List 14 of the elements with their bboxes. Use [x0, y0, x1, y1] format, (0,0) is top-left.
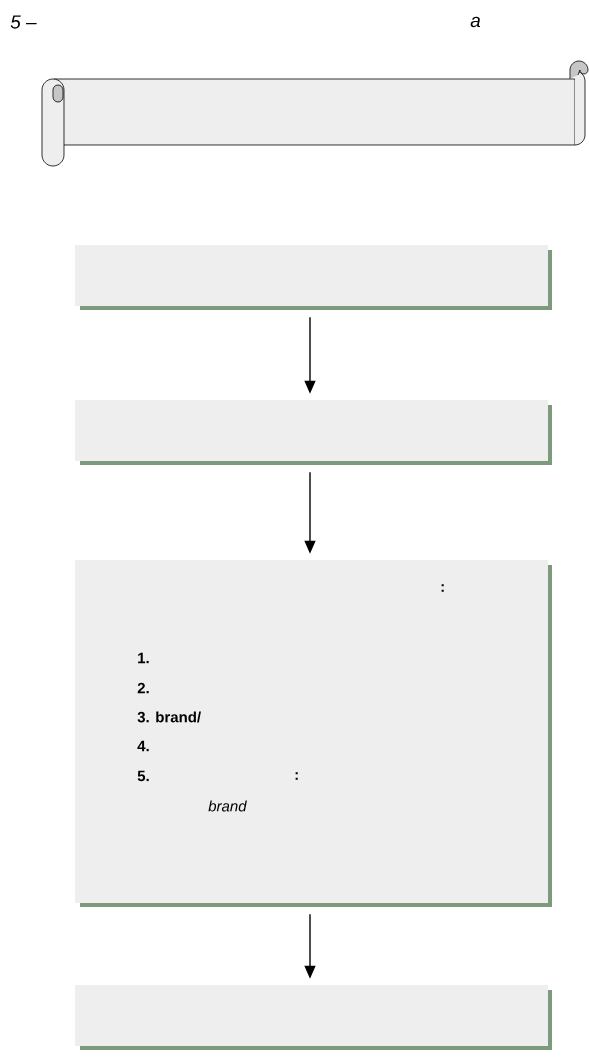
- list-item: :: [441, 584, 444, 592]
- list-item: 2.: [137, 682, 149, 694]
- heading-text: 5 –: [10, 15, 37, 29]
- process-box: [75, 245, 552, 310]
- list-item: 3. brand/: [137, 711, 201, 723]
- process-box: [75, 985, 552, 1050]
- process-box: [75, 400, 552, 465]
- scroll-banner: [41, 60, 589, 167]
- heading-text: a: [470, 16, 481, 28]
- list-item: 1.: [138, 652, 149, 664]
- list-item: brand: [208, 800, 247, 812]
- list-item: :: [295, 772, 298, 780]
- list-item: 4.: [137, 740, 149, 752]
- list-item: 5.: [137, 770, 149, 782]
